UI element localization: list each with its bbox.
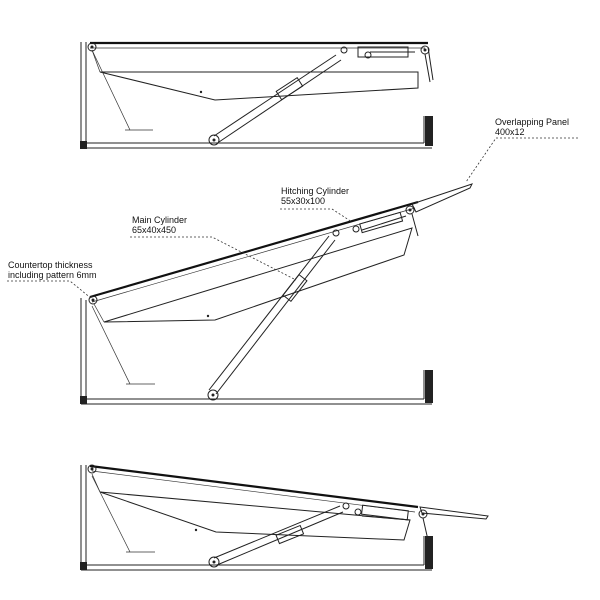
rear-hinge [87, 42, 97, 52]
view-lowered-position [80, 464, 489, 571]
hitching-cylinder [354, 504, 411, 521]
lip-panel-folded [420, 45, 434, 83]
hitching-cylinder [352, 211, 407, 234]
label-hitching-cylinder-size: 55x30x100 [281, 196, 326, 206]
pit-frame [80, 42, 433, 149]
label-countertop-line1: Countertop thickness [8, 260, 93, 270]
hitching-cylinder [357, 46, 415, 59]
label-main-cylinder-size: 65x40x450 [132, 225, 177, 235]
deck-platform [89, 464, 419, 553]
lip-panel-extended [405, 183, 473, 237]
lip-panel-extended [418, 506, 489, 541]
rear-hinge [88, 295, 98, 305]
main-cylinder [208, 46, 348, 146]
rear-hinge [87, 464, 97, 474]
pit-frame [80, 298, 433, 405]
label-countertop-line2: including pattern 6mm [8, 270, 97, 280]
label-overlapping-panel-size: 400x12 [495, 127, 525, 137]
main-cylinder [208, 502, 350, 568]
main-cylinder [207, 229, 340, 401]
leader-lines [7, 137, 578, 300]
pit-frame [80, 465, 433, 571]
view-stored-position [80, 41, 434, 149]
view-raised-position [80, 183, 473, 405]
label-overlapping-panel-name: Overlapping Panel [495, 117, 570, 127]
label-main-cylinder-name: Main Cylinder [132, 215, 188, 225]
label-hitching-cylinder-name: Hitching Cylinder [281, 186, 350, 196]
deck-platform [90, 41, 428, 131]
